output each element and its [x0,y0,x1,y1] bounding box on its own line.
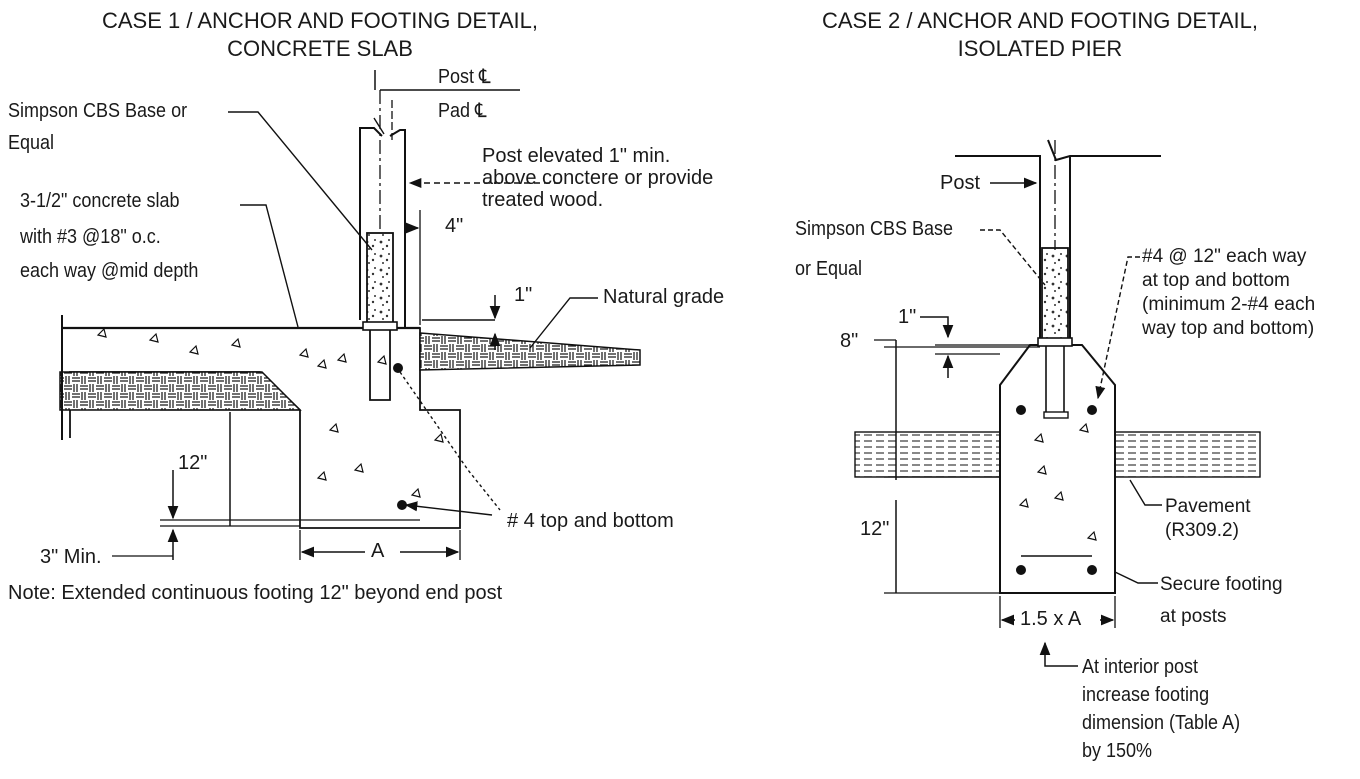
case2-interior-note-line3: dimension (Table A) [1082,712,1241,734]
case1-rebar-bottom [397,500,407,510]
case2-interior-note-line4: by 150% [1082,740,1153,762]
case2-interior-note-line2: increase footing [1082,684,1210,706]
case1-post [359,127,406,328]
case2-secure-note-line1: Secure footing [1160,574,1283,595]
case1-slab-note-line1: 3-1/2" concrete slab [20,190,180,212]
case2-rebar [1087,405,1097,415]
case1-slab-note-line2: with #3 @18" o.c. [20,226,161,248]
case2-rebar-note-line3: (minimum 2-#4 each [1142,294,1316,315]
case2-pavement-left [854,431,1001,478]
case2-post-label: Post [940,172,981,194]
case1-rebar-top [393,363,403,373]
case2-base-label-line2: or Equal [795,258,863,280]
case2-rebar [1016,565,1026,575]
case2-secure-note-line2: at posts [1160,606,1227,627]
case2-rebar-note-line4: way top and bottom) [1142,318,1315,339]
case1-base-label-line2: Equal [8,132,55,154]
case2-base-label-line1: Simpson CBS Base [795,218,954,240]
case1-elevated-note-line1: Post elevated 1" min. [482,145,671,167]
case2-post [955,139,1161,345]
case1-dim-3in-min: 3" Min. [40,546,102,568]
case2-dim-1in: 1" [898,306,917,328]
case1-base-label-line1: Simpson CBS Base or [8,100,188,122]
case1-dim-12in: 12" [178,452,208,474]
case1-soil-right [419,332,641,371]
case2-pavement-label-line1: Pavement [1165,496,1251,517]
case1-title-line2: CONCRETE SLAB [227,36,413,61]
case1-natural-grade-label: Natural grade [603,286,725,308]
case2-detail [854,139,1261,667]
case2-pavement-right [1114,431,1261,478]
case1-cbs-base [366,232,394,326]
case2-interior-note-line1: At interior post [1082,656,1199,678]
case1-dim-1in: 1" [514,284,533,306]
case1-post-centerline-label: Post ℄ [438,66,491,88]
case2-rebar [1016,405,1026,415]
case2-title-line1: CASE 2 / ANCHOR AND FOOTING DETAIL, [821,8,1258,33]
case1-detail [59,70,641,560]
case2-title-line2: ISOLATED PIER [957,36,1123,61]
case1-elevated-note-line2: above conctere or provide [482,167,714,189]
case2-dim-12in: 12" [860,518,890,540]
case1-pad-centerline-label: Pad ℄ [438,100,487,122]
case2-rebar-note-line2: at top and bottom [1142,270,1290,291]
case1-rebar-label: # 4 top and bottom [507,510,674,532]
case1-soil-left [59,371,302,411]
case2-pavement-label-line2: (R309.2) [1165,520,1239,541]
case1-note: Note: Extended continuous footing 12" be… [8,582,503,604]
case2-dim-width: 1.5 x A [1020,608,1082,630]
case2-rebar [1087,565,1097,575]
case1-concrete-footing [62,327,461,529]
case1-elevated-note-line3: treated wood. [482,189,604,211]
case2-dim-8in: 8" [840,330,859,352]
case1-dim-a: A [371,540,385,562]
case2-cbs-base [1041,247,1069,341]
case1-dim-4in: 4" [445,215,464,237]
case1-title-line1: CASE 1 / ANCHOR AND FOOTING DETAIL, [101,8,538,33]
case2-rebar-note-line1: #4 @ 12" each way [1142,246,1307,267]
case1-slab-note-line3: each way @mid depth [20,260,199,282]
